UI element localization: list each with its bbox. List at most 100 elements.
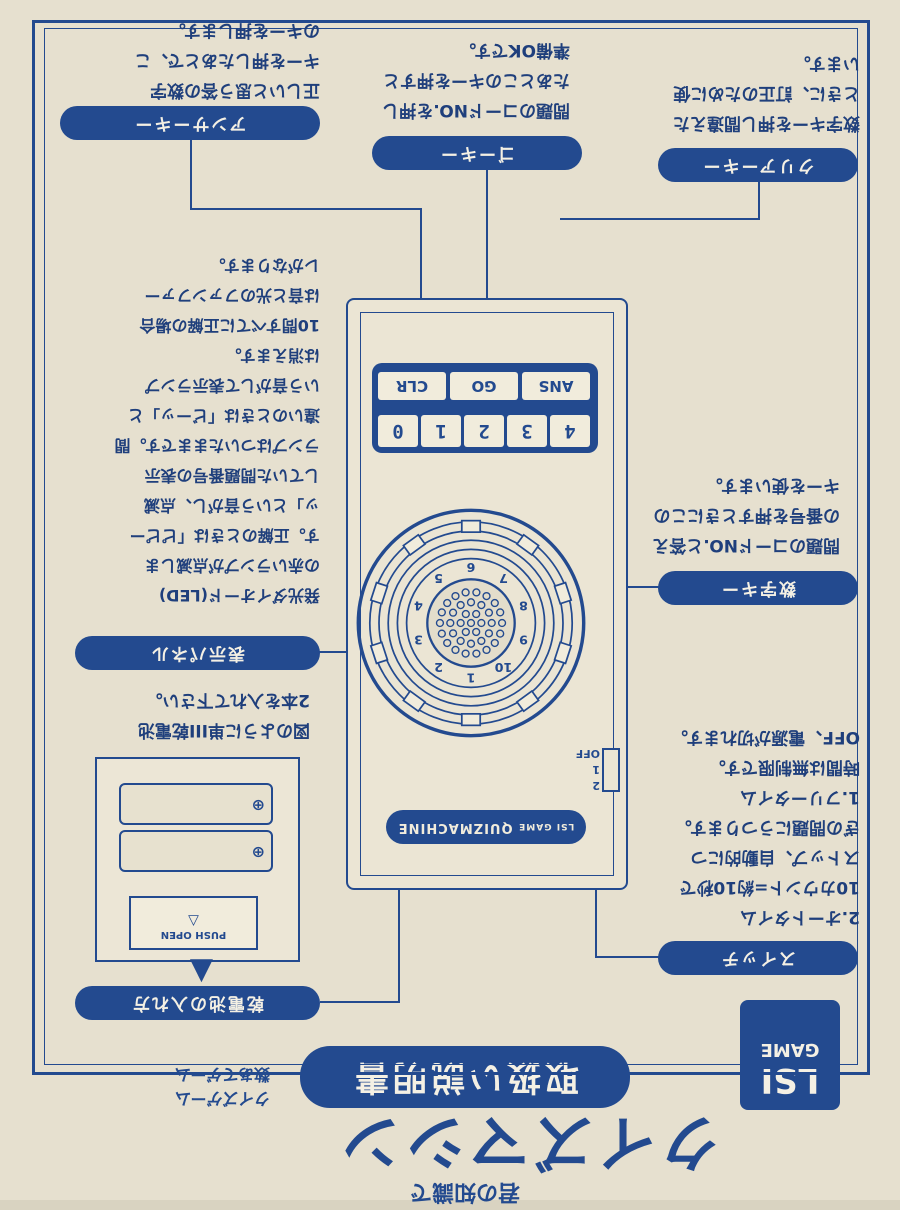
dial-number-6: 6 <box>466 560 475 575</box>
go-key[interactable]: GO <box>450 372 518 400</box>
text-answer-key: 正しいと思う答の数字 キーを押したあとで、こ のキーを押します。 <box>134 20 320 100</box>
dial-number-1: 1 <box>467 671 476 686</box>
dial-outer-ring <box>356 508 586 738</box>
speaker-hole-34 <box>451 645 460 655</box>
label-number-key: 数字キー <box>658 571 858 605</box>
connector-battery <box>320 1001 400 1003</box>
key-1[interactable]: 1 <box>421 415 461 447</box>
label-go-key: ゴーキー <box>372 136 582 170</box>
speaker-hole-35 <box>443 638 452 648</box>
dial-ring-4 <box>396 548 546 698</box>
speaker-hole-2 <box>461 609 470 619</box>
speaker-hole-29 <box>496 629 505 638</box>
led-lamp-5 <box>402 533 427 557</box>
speaker-hole-24 <box>472 588 481 597</box>
speaker-hole-14 <box>484 629 494 638</box>
dial-ring-5 <box>405 557 537 689</box>
logo-text: QUIZMACHINE <box>397 820 513 835</box>
speaker-hole-33 <box>461 649 470 658</box>
speaker-hole-17 <box>456 636 465 646</box>
battery-lid: PUSH OPEN △ <box>129 896 258 950</box>
speaker-hole-9 <box>456 600 465 610</box>
key-0[interactable]: 0 <box>378 415 418 447</box>
push-open-label: PUSH OPEN <box>160 929 227 940</box>
subtitle-quiz: クイズゲーム <box>174 1089 270 1108</box>
key-3[interactable]: 3 <box>507 415 547 447</box>
led-lamp-8 <box>553 581 573 605</box>
speaker-hole-36 <box>437 629 446 638</box>
plus-icon: ⊕ <box>251 796 265 815</box>
speaker-hole-18 <box>448 629 458 638</box>
dial-number-7: 7 <box>499 571 508 586</box>
dial-number-3: 3 <box>414 632 423 647</box>
speaker-hole-22 <box>451 591 460 601</box>
connector-clear <box>758 180 760 220</box>
dial-number-5: 5 <box>434 571 443 586</box>
battery-compartment: PUSH OPEN △ ⊕ ⊕ ▲ <box>95 757 300 990</box>
speaker-hole-3 <box>472 609 481 619</box>
brand-title: クイズマシン <box>337 1106 720 1176</box>
speaker-hole-0 <box>466 618 476 628</box>
speaker-hole-10 <box>466 598 476 607</box>
battery-cell-1: ⊕ <box>119 830 273 872</box>
text-go-key: 問題のコードNO.を押し たあとこのキーを押すと 準備OKです。 <box>382 40 570 120</box>
speaker-hole-28 <box>497 618 507 628</box>
speaker-hole-27 <box>496 608 505 617</box>
connector-switch <box>595 956 660 958</box>
logo-prefix: LSI GAME <box>518 821 575 831</box>
dial-led-marks <box>369 519 573 727</box>
clr-key[interactable]: CLR <box>378 372 446 400</box>
speaker-hole-32 <box>472 649 481 658</box>
led-lamp-3 <box>369 641 389 665</box>
speaker-hole-26 <box>490 598 499 608</box>
push-open-arrow-icon: △ <box>188 913 199 929</box>
ans-key[interactable]: ANS <box>522 372 590 400</box>
text-number-key: 問題のコードNO.と答え の番号を押すときにこの キーを使います。 <box>652 475 840 555</box>
connector-battery-v <box>398 888 400 1003</box>
speaker-dots <box>435 588 507 658</box>
led-lamp-4 <box>369 581 389 605</box>
speaker-hole-16 <box>466 639 476 648</box>
speaker-hole-7 <box>446 618 455 628</box>
led-lamp-10 <box>515 689 540 713</box>
connector-answer-h <box>192 208 422 210</box>
dial-center-ring <box>426 578 516 668</box>
speaker-hole-23 <box>461 588 470 597</box>
label-switch: スイッチ <box>658 941 858 975</box>
plus-icon: ⊕ <box>251 843 265 862</box>
speaker-hole-30 <box>490 638 499 648</box>
speaker-hole-6 <box>461 627 470 637</box>
speaker-hole-11 <box>477 600 486 610</box>
speaker-hole-8 <box>448 608 458 617</box>
speaker-hole-25 <box>482 591 491 601</box>
connector-clear-h <box>560 218 760 220</box>
power-switch[interactable] <box>602 748 620 792</box>
text-clear-key: 数字キーを押し間違えた ときに、訂正のために使 います。 <box>673 53 860 133</box>
text-battery: 図のように単III乾電池 2本を入れて下さい。 <box>138 690 310 740</box>
label-battery: 乾電池の入れ方 <box>75 986 320 1020</box>
switch-label-1: 1 <box>592 763 600 776</box>
speaker-hole-19 <box>435 618 445 628</box>
speaker-hole-4 <box>477 618 486 628</box>
led-lamp-1 <box>460 712 482 727</box>
key-2[interactable]: 2 <box>464 415 504 447</box>
speaker-hole-5 <box>472 627 481 637</box>
label-clear-key: クリアーキー <box>658 148 858 182</box>
device-logo: LSI GAME QUIZMACHINE <box>386 810 586 844</box>
speaker-hole-1 <box>456 618 465 628</box>
dial-number-10: 10 <box>494 660 512 675</box>
key-4[interactable]: 4 <box>550 415 590 447</box>
label-display: 表示パネル <box>75 636 320 670</box>
tagline: 君の知識で <box>409 1179 520 1204</box>
speaker-hole-12 <box>484 608 494 617</box>
function-keypad: ANS GO CLR <box>372 363 598 408</box>
switch-label-2: 2 <box>592 779 600 792</box>
led-lamp-7 <box>515 533 540 557</box>
dial-number-8: 8 <box>519 598 528 613</box>
connector-answer-v2 <box>190 140 192 210</box>
switch-label-off: OFF <box>575 747 600 760</box>
speaker-hole-21 <box>443 598 452 608</box>
